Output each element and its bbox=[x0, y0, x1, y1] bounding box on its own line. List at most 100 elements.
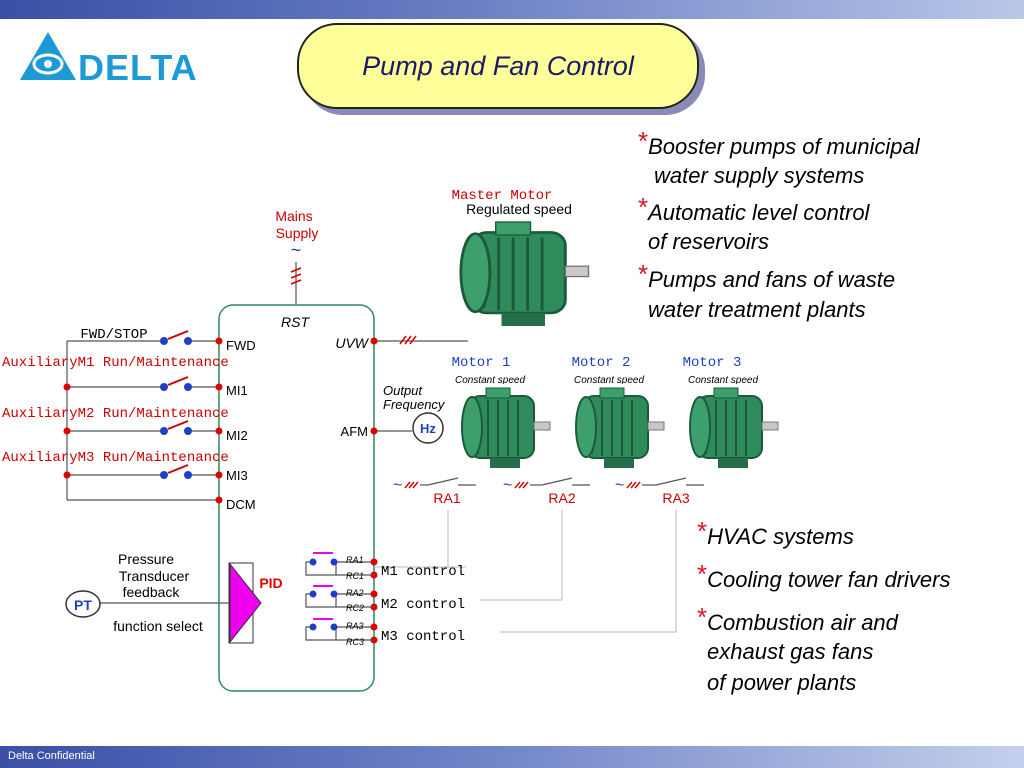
ra3-contact-label: RA3 bbox=[662, 490, 689, 506]
bullet-text: Combustion air and bbox=[707, 610, 898, 635]
motor-2-label: Motor 2 bbox=[572, 355, 631, 371]
ra3-terminal-label: RA3 bbox=[346, 621, 364, 631]
mi2-terminal-label: MI2 bbox=[226, 428, 248, 443]
master-motor-icon bbox=[453, 215, 596, 338]
switch-contact-icon bbox=[184, 383, 192, 391]
bullet-star: * bbox=[638, 259, 649, 289]
ra2-contact-label: RA2 bbox=[548, 490, 575, 506]
afm-label: AFM bbox=[341, 424, 368, 439]
hz-meter-icon bbox=[412, 412, 444, 444]
relay-output-1 bbox=[305, 552, 466, 579]
hz-meter-label: Hz bbox=[420, 421, 436, 436]
bullet-continuation: of reservoirs bbox=[648, 229, 770, 254]
ra2-terminal-label: RA2 bbox=[346, 588, 364, 598]
mi1-terminal-label: MI1 bbox=[226, 383, 248, 398]
bullet-text: Booster pumps of municipal bbox=[648, 134, 920, 159]
master-motor-caption: Regulated speed bbox=[466, 201, 572, 217]
motor-1-caption: Constant speed bbox=[455, 375, 525, 386]
switch-lever-icon bbox=[167, 376, 189, 386]
aux-m1-label: AuxiliaryM1 Run/Maintenance bbox=[2, 355, 229, 371]
mains-tilde: ~ bbox=[291, 240, 302, 260]
m1-control-label: M1 control bbox=[381, 564, 465, 580]
page-title: Pump and Fan Control bbox=[362, 50, 634, 81]
bullet-star: * bbox=[697, 559, 708, 589]
aux-m2-label: AuxiliaryM2 Run/Maintenance bbox=[2, 406, 229, 422]
ra1-contact-label: RA1 bbox=[433, 490, 460, 506]
bullet-continuation: of power plants bbox=[707, 670, 857, 695]
bullet-star: * bbox=[697, 602, 708, 632]
title-box: Pump and Fan Control bbox=[297, 23, 699, 109]
switch-lever-icon bbox=[167, 420, 189, 430]
switch-contact-icon bbox=[160, 337, 168, 345]
bullet-star: * bbox=[697, 516, 708, 546]
bullet-text: Automatic level control bbox=[648, 200, 870, 225]
bullet-item: *Pumps and fans of waste bbox=[638, 259, 895, 293]
bullet-continuation: water supply systems bbox=[654, 163, 865, 188]
mains-label: Mains bbox=[275, 208, 312, 224]
logo-wordmark: DELTA bbox=[78, 47, 198, 88]
m3-control-label: M3 control bbox=[381, 629, 465, 645]
motor-3-label: Motor 3 bbox=[683, 355, 742, 371]
output-frequency-label-2: Frequency bbox=[383, 397, 446, 412]
bullet-text: Pumps and fans of waste bbox=[648, 267, 896, 292]
switch-contact-icon bbox=[160, 471, 168, 479]
bullet-continuation: water treatment plants bbox=[648, 297, 866, 322]
pid-label: PID bbox=[259, 575, 282, 591]
supply-tilde-3: ~ bbox=[615, 477, 624, 494]
uvw-label: UVW bbox=[335, 335, 369, 351]
pressure-transducer-icon bbox=[65, 590, 101, 618]
bullet-text: Cooling tower fan drivers bbox=[707, 567, 951, 592]
footer-bar: Delta Confidential bbox=[0, 746, 1024, 768]
bullet-text: HVAC systems bbox=[707, 524, 854, 549]
pt-badge: PT bbox=[74, 597, 92, 613]
output-frequency-label: Output bbox=[383, 383, 423, 398]
transducer-label: Pressure bbox=[118, 551, 174, 567]
mains-label-2: Supply bbox=[276, 225, 319, 241]
rc2-terminal-label: RC2 bbox=[346, 603, 364, 613]
switch-contact-icon bbox=[184, 427, 192, 435]
motor-1-label: Motor 1 bbox=[452, 355, 511, 371]
dcm-label: DCM bbox=[226, 497, 256, 512]
master-motor-label: Master Motor bbox=[452, 188, 553, 204]
bullet-item: *Combustion air and bbox=[697, 602, 898, 636]
switch-contact-icon bbox=[184, 337, 192, 345]
motor-3-caption: Constant speed bbox=[688, 375, 758, 386]
m2-control-label: M2 control bbox=[381, 597, 465, 613]
fwd-stop-label: FWD/STOP bbox=[80, 327, 147, 343]
aux-m3-label: AuxiliaryM3 Run/Maintenance bbox=[2, 450, 229, 466]
switch-contact-icon bbox=[160, 383, 168, 391]
bullet-item: *Cooling tower fan drivers bbox=[697, 559, 950, 593]
function-select-label: function select bbox=[113, 618, 203, 634]
header-bar bbox=[0, 0, 1024, 19]
rc1-terminal-label: RC1 bbox=[346, 571, 364, 581]
bullet-continuation: exhaust gas fans bbox=[707, 639, 874, 664]
motor-3-icon bbox=[685, 383, 783, 477]
rc3-terminal-label: RC3 bbox=[346, 637, 364, 647]
transducer-label-3: feedback bbox=[123, 584, 181, 600]
fwd-terminal-label: FWD bbox=[226, 338, 256, 353]
transducer-label-2: Transducer bbox=[119, 568, 190, 584]
switch-contact-icon bbox=[160, 427, 168, 435]
bullet-star: * bbox=[638, 126, 649, 156]
rst-label: RST bbox=[281, 314, 310, 330]
mi3-terminal-label: MI3 bbox=[226, 468, 248, 483]
bullet-item: *HVAC systems bbox=[697, 516, 854, 550]
supply-tilde-1: ~ bbox=[393, 477, 402, 494]
motor-2-caption: Constant speed bbox=[574, 375, 644, 386]
relay-output-2 bbox=[305, 585, 378, 611]
relay-output-3 bbox=[305, 618, 378, 644]
bullet-item: *Automatic level control bbox=[638, 192, 869, 226]
motor-2-icon bbox=[571, 383, 669, 477]
switch-lever-icon bbox=[167, 464, 189, 474]
delta-logo-icon bbox=[20, 32, 76, 80]
switch-lever-icon bbox=[167, 330, 189, 340]
bullet-star: * bbox=[638, 192, 649, 222]
pid-amplifier-icon bbox=[229, 562, 262, 644]
motor-1-icon bbox=[457, 383, 555, 477]
bullet-item: *Booster pumps of municipal bbox=[638, 126, 920, 160]
three-phase-mark bbox=[290, 267, 302, 285]
footer-text: Delta Confidential bbox=[8, 750, 95, 762]
supply-tilde-2: ~ bbox=[503, 477, 512, 494]
switch-contact-icon bbox=[184, 471, 192, 479]
